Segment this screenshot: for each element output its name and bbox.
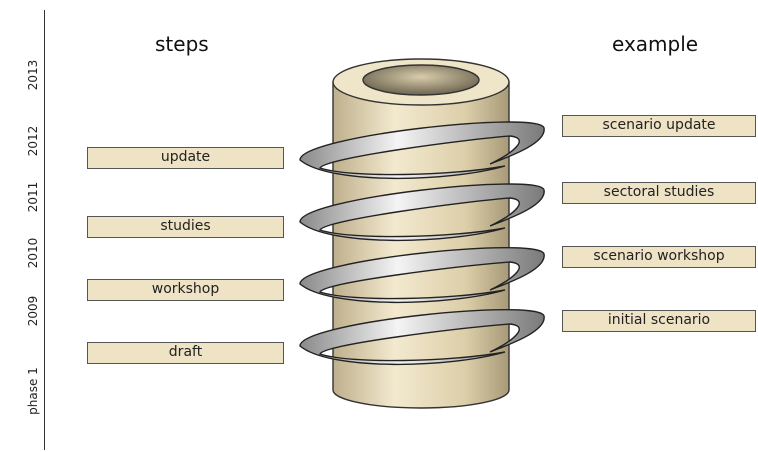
example-box-initial-scenario: initial scenario: [562, 310, 756, 332]
example-box-scenario-update: scenario update: [562, 115, 756, 137]
example-box-scenario-workshop: scenario workshop: [562, 246, 756, 268]
year-label-phase-1: phase 1: [26, 367, 40, 415]
step-box-update: update: [87, 147, 284, 169]
example-box-sectoral-studies: sectoral studies: [562, 182, 756, 204]
steps-header: steps: [155, 32, 209, 56]
step-box-draft: draft: [87, 342, 284, 364]
example-header: example: [612, 32, 699, 56]
cylinder-hole: [362, 64, 480, 96]
year-label-2009: 2009: [26, 295, 40, 327]
timeline-axis: [44, 10, 45, 450]
spiral-cylinder: [299, 58, 545, 409]
spiral-rings: [299, 121, 545, 366]
step-box-studies: studies: [87, 216, 284, 238]
step-box-workshop: workshop: [87, 279, 284, 301]
